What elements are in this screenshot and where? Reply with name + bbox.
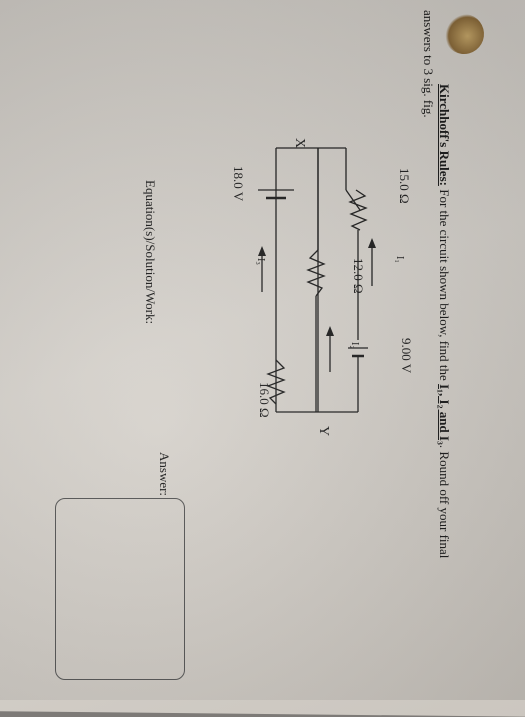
v1-label: 9.00 V — [399, 338, 414, 374]
arrowhead-i1 — [368, 238, 376, 248]
resistor-12 — [306, 249, 326, 297]
r1-label: 15.0 Ω — [397, 168, 412, 204]
circuit-diagram: 15.0 Ω 12.0 Ω 16.0 Ω 9.00 V 18.0 V X Y I… — [231, 138, 414, 436]
i3-label: I₃ — [255, 258, 266, 265]
arrowhead-i3 — [258, 246, 266, 256]
resistor-15 — [348, 189, 368, 231]
node-x: X — [292, 138, 307, 148]
arrowhead-i2 — [326, 326, 334, 336]
wire — [345, 189, 361, 211]
r3-label: 16.0 Ω — [257, 382, 272, 418]
v2-label: 18.0 V — [231, 166, 246, 202]
resistor-16 — [266, 359, 286, 405]
i2-label: I₂ — [349, 342, 360, 349]
r2-label: 12.0 Ω — [351, 258, 366, 294]
node-y: Y — [316, 426, 331, 436]
work-label: Equation(s)/Solution/Work: — [143, 180, 158, 325]
answer-label: Answer: — [157, 452, 172, 497]
answer-box[interactable] — [55, 498, 185, 680]
i1-label: I₁ — [394, 256, 405, 263]
